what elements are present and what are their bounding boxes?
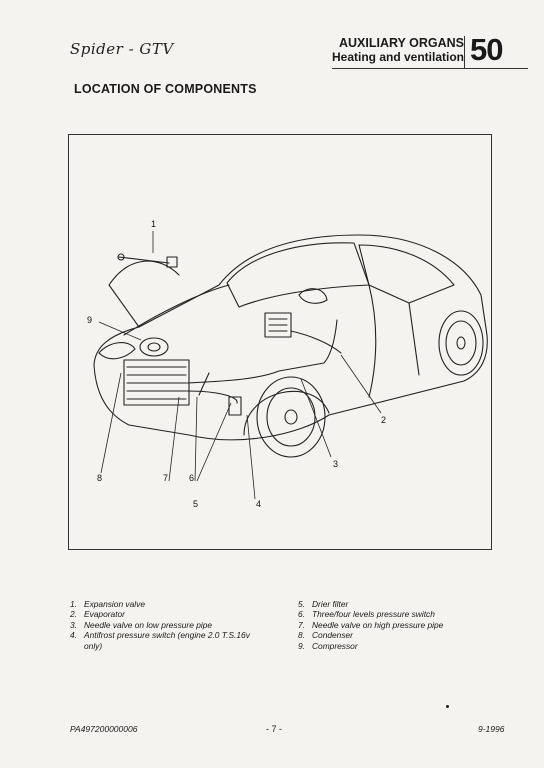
legend-item: 9. Compressor: [298, 641, 498, 651]
legend-text: Needle valve on low pressure pipe: [84, 619, 213, 630]
callout-3: 3: [333, 459, 338, 469]
callout-8: 8: [97, 473, 102, 483]
revision-date: 9-1996: [478, 724, 505, 734]
legend-text: Drier filter: [312, 599, 349, 609]
legend-number: 3.: [70, 619, 77, 630]
legend-number: 6.: [298, 609, 305, 620]
stray-mark: [446, 705, 449, 708]
legend-item: 2. Evaporator: [70, 609, 270, 619]
legend-number: 5.: [298, 599, 305, 609]
legend-number: 2.: [70, 609, 77, 620]
callout-2: 2: [381, 415, 386, 425]
page-title: LOCATION OF COMPONENTS: [74, 82, 257, 96]
legend-text: Expansion valve: [84, 599, 145, 609]
legend-number: 7.: [298, 619, 305, 630]
legend-left-column: 1. Expansion valve 2. Evaporator 3. Need…: [70, 599, 270, 651]
page-number: - 7 -: [266, 724, 283, 734]
section-subtitle: Heating and ventilation: [331, 50, 464, 64]
legend-text: Evaporator: [84, 609, 125, 620]
callout-6: 6: [189, 473, 194, 483]
callout-4: 4: [256, 499, 261, 509]
legend-text: Antifrost pressure switch (engine 2.0 T.…: [84, 630, 250, 651]
legend-text: Condenser: [312, 630, 353, 641]
legend-item: 5. Drier filter: [298, 599, 498, 609]
section-group-title: AUXILIARY ORGANS: [338, 36, 464, 50]
callout-7: 7: [163, 473, 168, 483]
legend-item: 1. Expansion valve: [70, 599, 270, 609]
legend-item: 3. Needle valve on low pressure pipe: [70, 620, 270, 630]
legend-number: 4.: [70, 630, 77, 641]
car-illustration: 1 2 3 4 5 6 7 8 9: [87, 219, 488, 509]
callout-1: 1: [151, 219, 156, 229]
section-header: AUXILIARY ORGANS Heating and ventilation: [332, 36, 464, 64]
component-diagram: 1 2 3 4 5 6 7 8 9: [68, 134, 492, 550]
legend-item: 6. Three/four levels pressure switch: [298, 609, 498, 619]
legend-item: 4. Antifrost pressure switch (engine 2.0…: [70, 630, 270, 651]
legend-number: 8.: [298, 630, 305, 641]
brand-logo: Spider - GTV: [70, 40, 174, 58]
callout-9: 9: [87, 315, 92, 325]
legend-item: 7. Needle valve on high pressure pipe: [298, 620, 498, 630]
legend-text: Compressor: [312, 640, 358, 651]
callout-5: 5: [193, 499, 198, 509]
legend-number: 1.: [70, 599, 77, 609]
legend-text: Needle valve on high pressure pipe: [312, 619, 444, 630]
section-number: 50: [470, 32, 503, 67]
legend-text: Three/four levels pressure switch: [312, 609, 435, 620]
legend-right-column: 5. Drier filter 6. Three/four levels pre…: [298, 599, 498, 651]
header-rule: [332, 68, 528, 69]
document-code: PA497200000006: [70, 724, 138, 734]
legend-number: 9.: [298, 640, 305, 651]
header-divider-vertical: [464, 36, 465, 68]
legend-item: 8. Condenser: [298, 630, 498, 640]
